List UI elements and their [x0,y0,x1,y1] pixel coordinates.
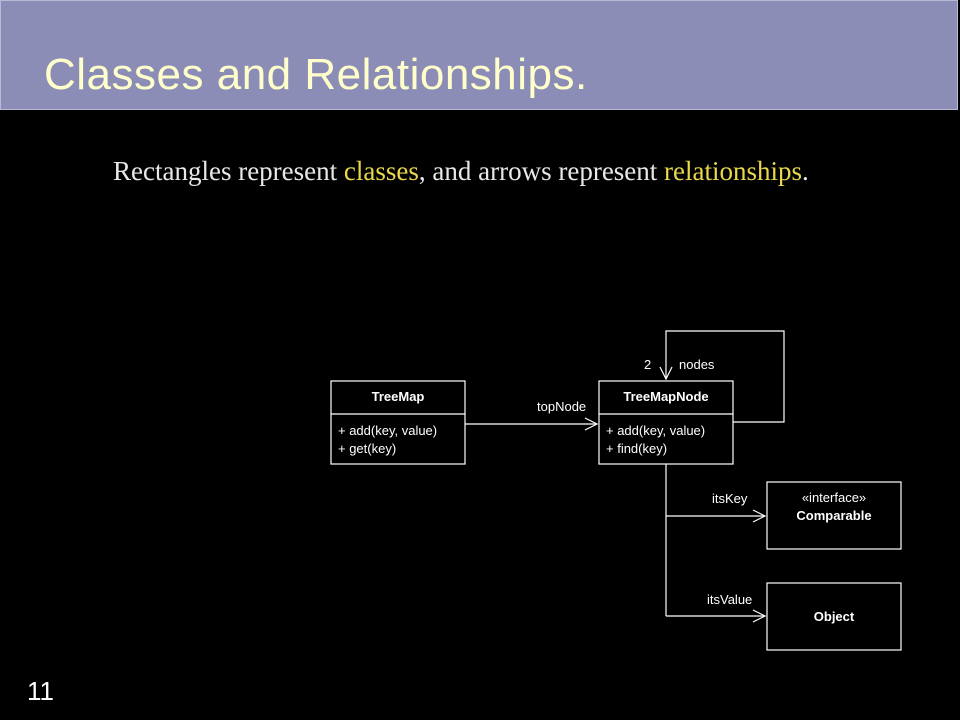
subtitle-text-1: Rectangles represent [113,156,344,186]
treemapnode-op-find: + find(key) [606,441,667,456]
treemapnode-op-add: + add(key, value) [606,423,705,438]
comparable-stereotype: «interface» [802,490,866,505]
treemapnode-class-name: TreeMapNode [623,389,708,404]
itsvalue-arrowhead [752,609,767,623]
object-class-name: Object [814,609,855,624]
nodes-multiplicity-label: 2 [644,357,651,372]
comparable-class-box [766,481,902,550]
slide-title: Classes and Relationships. [44,50,588,99]
slide-subtitle: Rectangles represent classes, and arrows… [113,156,809,187]
subtitle-text-2: , and arrows represent [418,156,665,186]
title-bar [0,0,958,110]
comparable-class-name: Comparable [796,508,871,523]
itsvalue-label: itsValue [707,592,752,607]
nodes-arrowhead [659,366,673,381]
topnode-label: topNode [537,399,586,414]
treemap-class-name: TreeMap [372,389,425,404]
nodes-label: nodes [679,357,715,372]
treemap-op-get: + get(key) [338,441,396,456]
treemap-op-add: + add(key, value) [338,423,437,438]
subtitle-text-3: . [802,156,809,186]
nodes-arrow-line [665,330,785,423]
itskey-arrowhead [752,509,767,523]
slide-number: 11 [27,676,54,706]
itskey-label: itsKey [712,491,748,506]
topnode-arrowhead [584,417,599,431]
subtitle-highlight-relationships: relationships [664,156,803,186]
object-class-box [766,582,902,651]
treemap-class-box [330,380,466,465]
subtitle-highlight-classes: classes [343,156,419,186]
